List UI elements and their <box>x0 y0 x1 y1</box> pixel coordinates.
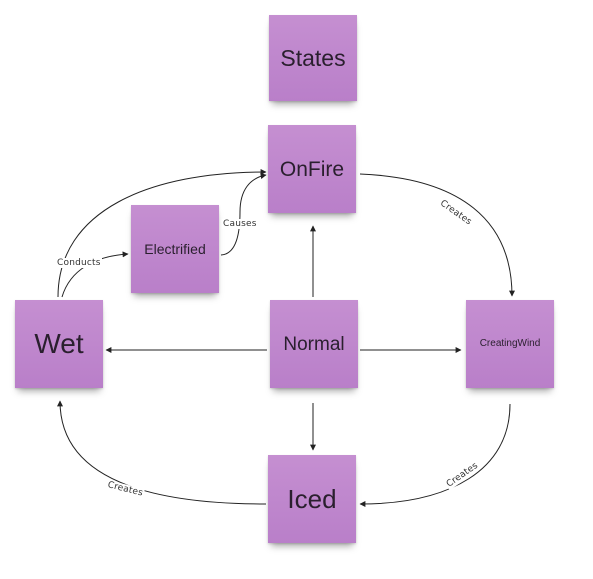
node-iced-label: Iced <box>287 484 337 514</box>
edge-creatingwind-to-iced <box>359 403 511 507</box>
node-creatingwind: CreatingWind <box>466 300 554 388</box>
node-wet: Wet <box>15 300 103 388</box>
node-normal-label: Normal <box>283 333 345 355</box>
node-states: States <box>269 15 357 101</box>
edge-onfire-to-creatingwind <box>359 173 515 297</box>
node-wet-label: Wet <box>34 328 84 359</box>
node-onfire: OnFire <box>268 125 356 213</box>
node-creatingwind-label: CreatingWind <box>479 338 541 349</box>
node-onfire-label: OnFire <box>279 157 345 181</box>
edge-label-causes: Causes <box>222 219 258 229</box>
edge-label-conducts: Conducts <box>56 258 102 268</box>
edge-electrified-to-onfire <box>220 173 267 256</box>
node-electrified-label: Electrified <box>144 241 206 257</box>
node-normal: Normal <box>270 300 358 388</box>
node-iced: Iced <box>268 455 356 543</box>
node-electrified: Electrified <box>131 205 219 293</box>
node-states-label: States <box>280 44 346 71</box>
edge-iced-to-wet <box>57 400 267 505</box>
